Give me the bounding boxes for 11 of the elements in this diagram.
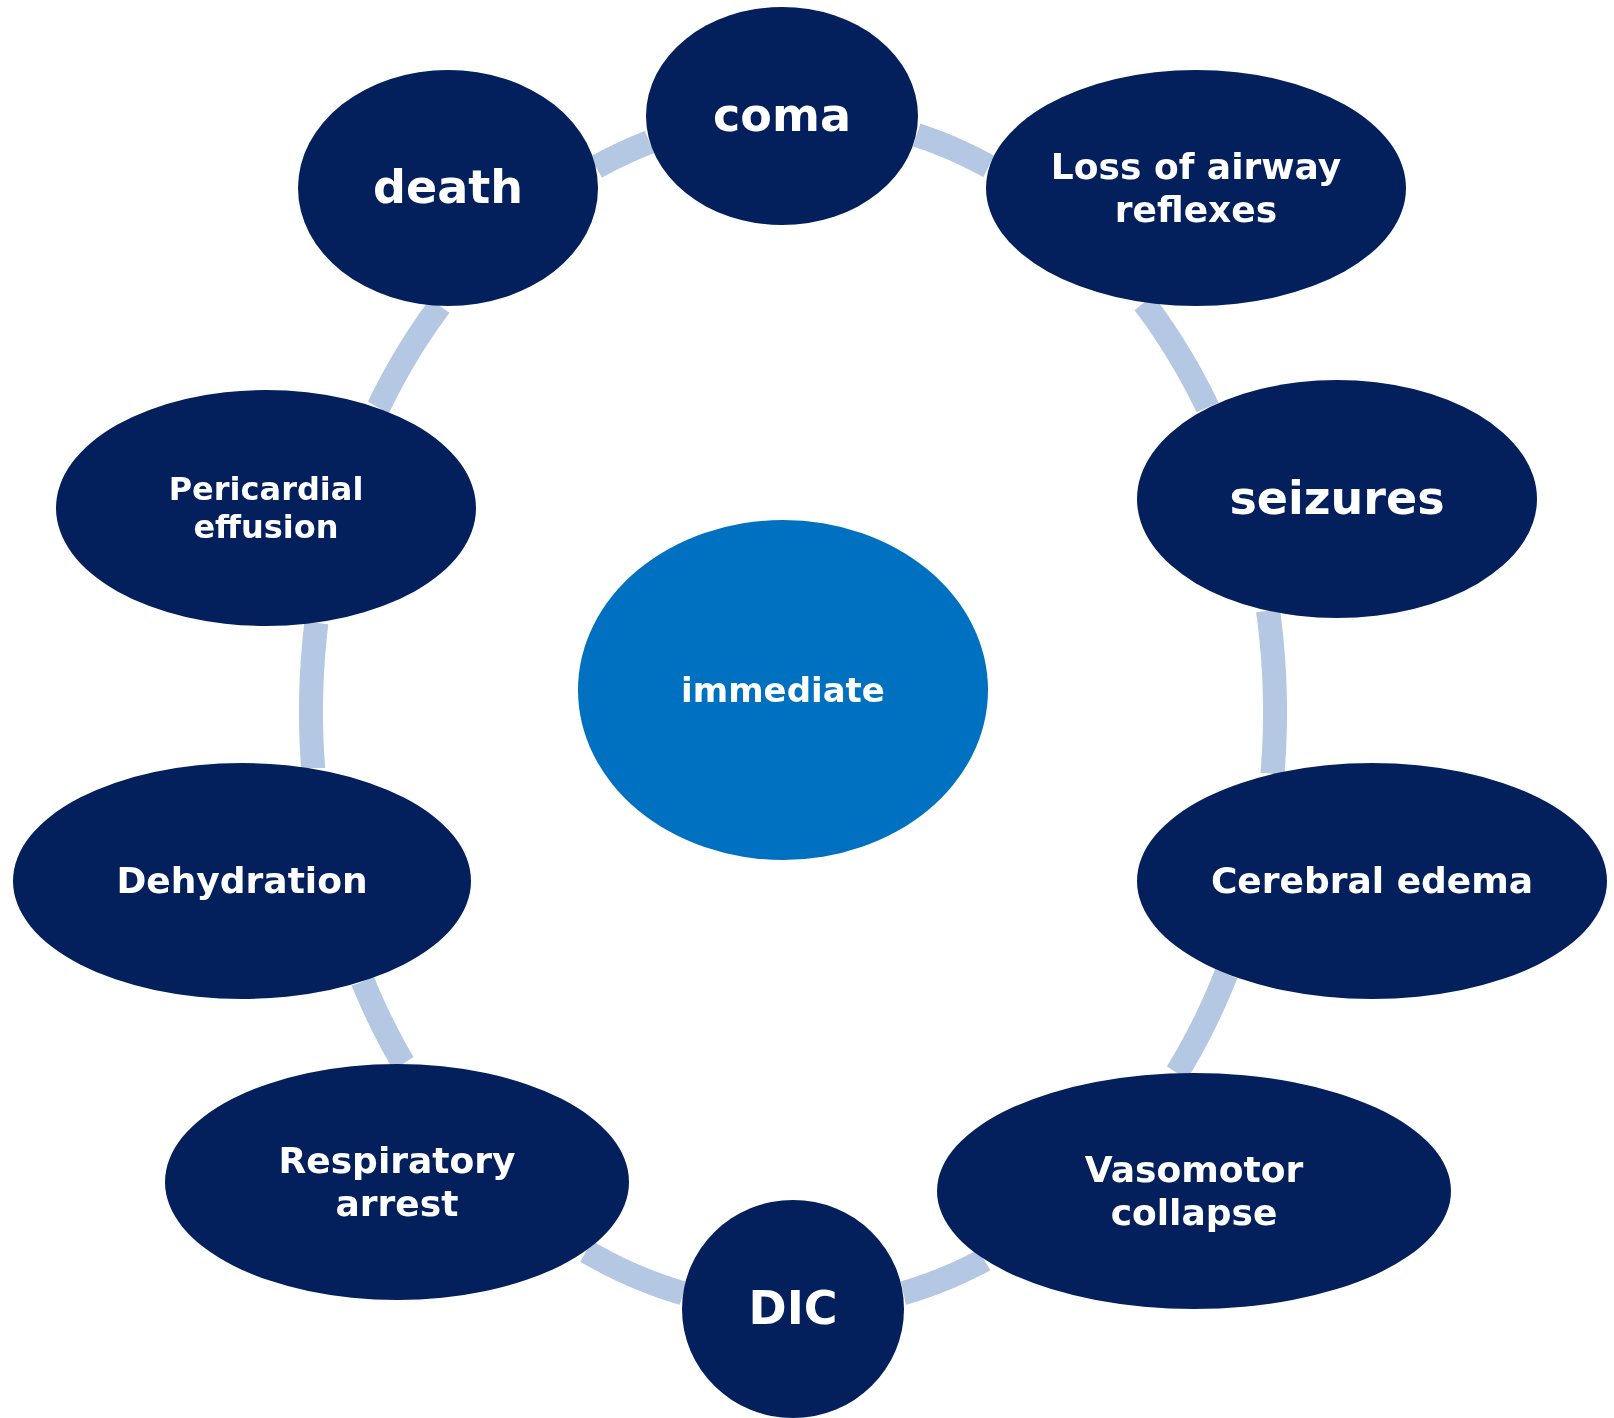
- node-label: Cerebral edema: [1210, 859, 1534, 903]
- node-label: death: [373, 160, 523, 216]
- node-label: immediate: [681, 669, 885, 711]
- node-label: Loss of airway reflexes: [1049, 144, 1343, 232]
- node-label: Respiratory arrest: [277, 1138, 517, 1226]
- node-label: Pericardial effusion: [167, 469, 365, 547]
- node-label: DIC: [748, 1281, 838, 1337]
- node-label: Dehydration: [116, 859, 368, 903]
- node-label: Vasomotor collapse: [1083, 1147, 1305, 1235]
- node-label: coma: [713, 88, 851, 144]
- node-label: seizures: [1229, 471, 1445, 527]
